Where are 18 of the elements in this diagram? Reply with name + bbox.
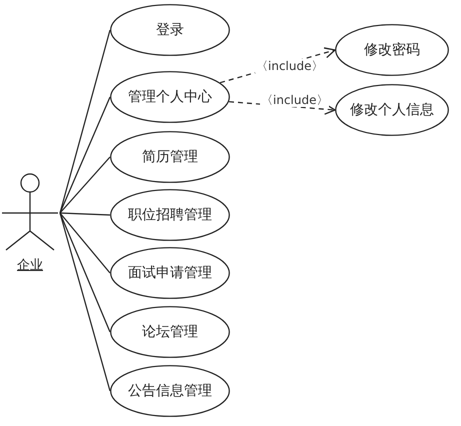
use-case-ellipse: 修改个人信息 xyxy=(335,84,449,136)
use-case-ellipse: 论坛管理 xyxy=(110,306,230,358)
use-case-ellipse: 面试申请管理 xyxy=(110,247,230,299)
use-case-ellipse: 修改密码 xyxy=(335,24,449,76)
association-line xyxy=(60,212,110,216)
use-case-ellipse: 职位招聘管理 xyxy=(110,189,230,241)
use-case-ellipse: 公告信息管理 xyxy=(110,365,230,417)
association-line xyxy=(59,212,111,392)
association-line xyxy=(60,156,110,214)
actor-name: 企业 xyxy=(17,257,43,274)
association-line xyxy=(59,96,111,214)
edge-label: 〈include〉 xyxy=(260,93,330,107)
association-line xyxy=(59,30,111,214)
association-line xyxy=(60,212,110,274)
use-case-ellipse: 管理个人中心 xyxy=(110,71,230,123)
use-case-ellipse: 登录 xyxy=(110,4,230,56)
association-line xyxy=(59,212,111,332)
use-case-ellipse: 简历管理 xyxy=(110,131,230,183)
